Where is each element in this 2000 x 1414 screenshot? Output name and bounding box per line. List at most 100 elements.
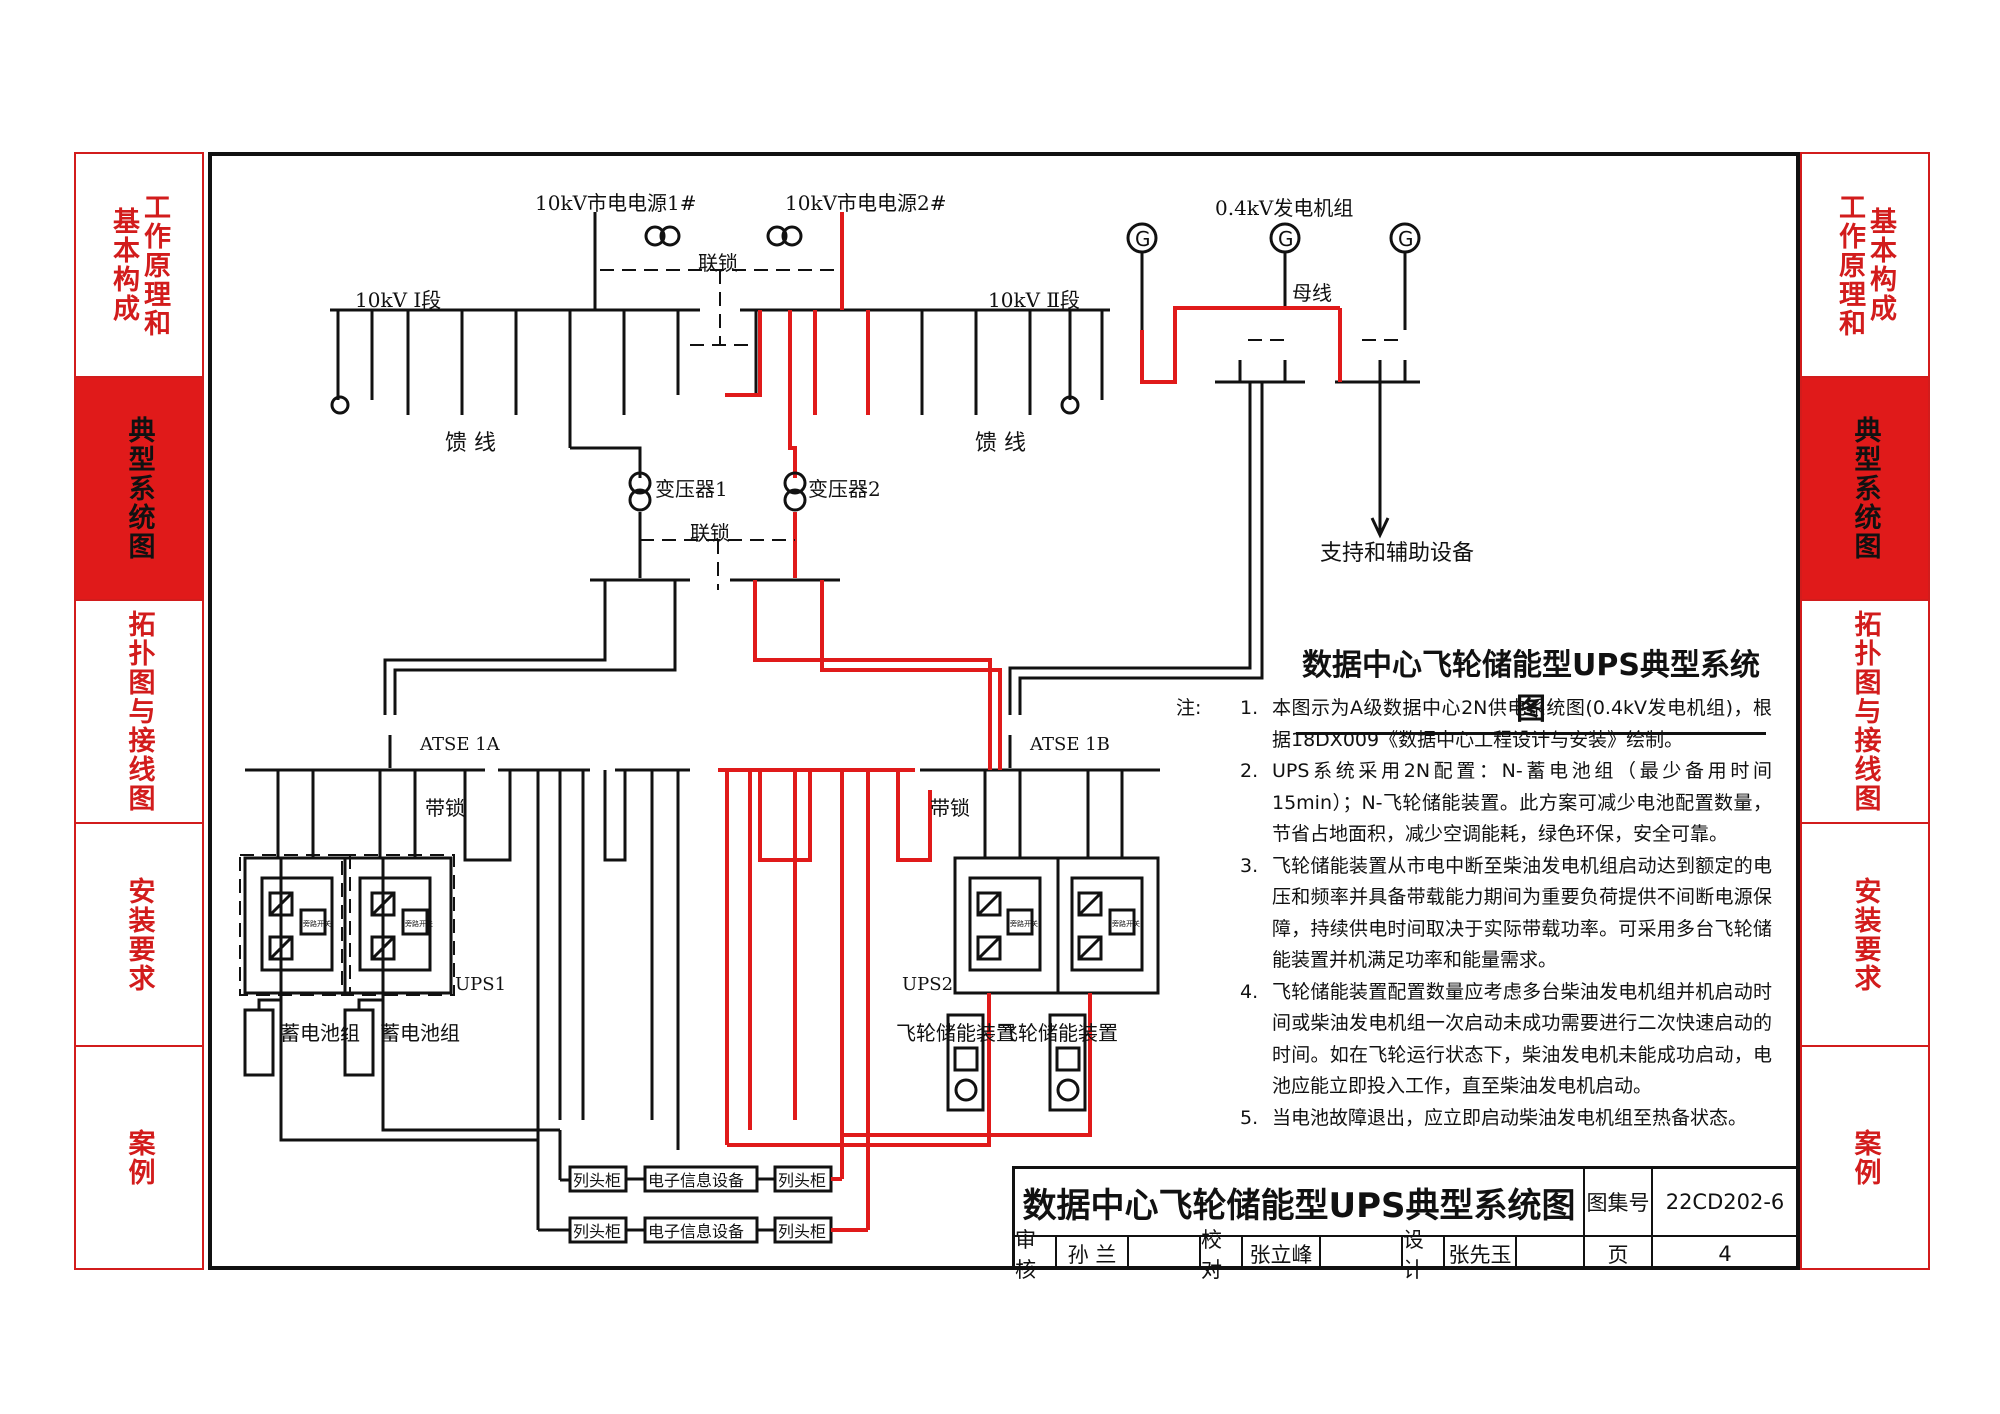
- tab-label: 拓扑图与接线图: [1849, 610, 1881, 813]
- designer-name: 张先玉: [1445, 1237, 1517, 1270]
- rack-head-label: 列头柜: [573, 1222, 621, 1241]
- gen-group-label: 0.4kV发电机组: [1215, 196, 1353, 220]
- tab-topology[interactable]: 拓扑图与接线图: [1802, 601, 1928, 824]
- black-wires: [243, 212, 1420, 1244]
- note-item: 2. UPS系统采用2N配置：N-蓄电池组（最少备用时间15min）；N-飞轮储…: [1176, 756, 1772, 851]
- note-number: 1.: [1240, 697, 1259, 719]
- transformer2-label: 变压器2: [808, 477, 881, 501]
- transformer1-label: 变压器1: [655, 477, 728, 501]
- generator-icon: [1389, 222, 1421, 254]
- tab-label: 典型系统图: [123, 416, 155, 561]
- tab-case[interactable]: 案例: [1802, 1047, 1928, 1268]
- source-transformer-icon: [781, 225, 803, 247]
- source1-label: 10kV市电电源1#: [535, 191, 697, 215]
- note-number: 4.: [1240, 980, 1259, 1003]
- note-text: 本图示为A级数据中心2N供电系统图(0.4kV发电机组)，根据18DX009《数…: [1272, 697, 1772, 751]
- rack-head-label: 列头柜: [573, 1171, 621, 1190]
- reviewer-name: 孙 兰: [1057, 1237, 1129, 1270]
- notes-label: 注:: [1176, 697, 1202, 719]
- flywheel-label-1: 飞轮储能装置: [896, 1021, 1016, 1045]
- transformer-1-icon: [628, 488, 652, 512]
- atlas-label: 图集号: [1585, 1169, 1653, 1237]
- red-wires: [718, 212, 1342, 1232]
- bus1-label: 10kV Ⅰ段: [355, 288, 441, 312]
- interlock-label-mid: 联锁: [690, 521, 730, 545]
- bypass-label: 旁路开关: [1010, 919, 1038, 928]
- tab-label: 案例: [1849, 1128, 1881, 1187]
- tab-typical-system[interactable]: 典型系统图: [1802, 378, 1928, 601]
- generator-icon: [1126, 222, 1158, 254]
- it-equipment-label: 电子信息设备: [648, 1222, 744, 1241]
- right-tab-column: 工作原理和 基本构成 典型系统图 拓扑图与接线图 安装要求 案例: [1800, 152, 1930, 1270]
- tab-label: 安装要求: [1849, 876, 1881, 993]
- notes-block: 注: 1. 本图示为A级数据中心2N供电系统图(0.4kV发电机组)，根据18D…: [1176, 693, 1772, 1134]
- note-item: 注: 1. 本图示为A级数据中心2N供电系统图(0.4kV发电机组)，根据18D…: [1176, 693, 1772, 756]
- aux-label: 支持和辅助设备: [1320, 541, 1474, 566]
- tab-label: 安装要求: [123, 876, 155, 993]
- title-block-title: 数据中心飞轮储能型UPS典型系统图: [1015, 1169, 1585, 1237]
- flywheel-label-2: 飞轮储能装置: [998, 1021, 1118, 1045]
- atse1a-label: ATSE 1A: [419, 734, 501, 755]
- tab-typical-system[interactable]: 典型系统图: [76, 378, 202, 601]
- tab-principle[interactable]: 基本构成 工作原理和: [76, 154, 202, 378]
- diagram-heading: 数据中心飞轮储能型UPS典型系统图: [1296, 640, 1766, 735]
- left-tab-column: 基本构成 工作原理和 典型系统图 拓扑图与接线图 安装要求 案例: [74, 152, 204, 1270]
- check-label: 校对: [1201, 1228, 1243, 1282]
- gen-symbol: G: [1278, 227, 1294, 251]
- tab-installation[interactable]: 安装要求: [1802, 824, 1928, 1047]
- interlock-label-top: 联锁: [698, 251, 738, 275]
- bypass-label: 旁路开关: [303, 919, 331, 928]
- gen-symbol: G: [1398, 227, 1414, 251]
- source-transformer-icon: [659, 225, 681, 247]
- note-text: UPS系统采用2N配置：N-蓄电池组（最少备用时间15min）；N-飞轮储能装置…: [1272, 760, 1772, 845]
- note-text: 飞轮储能装置配置数量应考虑多台柴油发电机组并机启动时间或柴油发电机组一次启动未成…: [1272, 980, 1772, 1098]
- rack-head-label: 列头柜: [778, 1222, 826, 1241]
- checker-name: 张立峰: [1243, 1237, 1321, 1270]
- tab-installation[interactable]: 安装要求: [76, 824, 202, 1047]
- atse1b-label: ATSE 1B: [1029, 734, 1110, 755]
- tab-principle[interactable]: 工作原理和 基本构成: [1802, 154, 1928, 378]
- design-label: 设计: [1403, 1228, 1445, 1282]
- gen-symbol: G: [1135, 227, 1151, 251]
- transformer-1-icon: [628, 471, 652, 495]
- drawing-frame: [208, 152, 1800, 1270]
- station-transformer-icon: [1060, 395, 1080, 415]
- tab-label: 基本构成: [108, 207, 139, 323]
- with-lock-label-2: 带锁: [930, 796, 970, 820]
- bus2-label: 10kV Ⅱ段: [988, 288, 1080, 312]
- title-block-signatures: 审核 孙 兰 校对 张立峰 设计 张先玉 页 4: [1015, 1228, 1797, 1282]
- battery-label-2: 蓄电池组: [380, 1021, 460, 1045]
- tab-label: 工作原理和: [139, 192, 170, 338]
- source-transformer-icon: [644, 225, 666, 247]
- ups1-label: UPS1: [455, 974, 506, 995]
- symbols: [330, 222, 1421, 512]
- tab-case[interactable]: 案例: [76, 1047, 202, 1268]
- interlock-dashes: [239, 269, 1405, 996]
- note-number: 2.: [1240, 760, 1259, 782]
- tab-label: 基本构成: [1865, 207, 1896, 323]
- designer-signature: [1517, 1237, 1585, 1270]
- bypass-label: 旁路开关: [1112, 919, 1140, 928]
- note-text: 飞轮储能装置从市电中断至柴油发电机组启动达到额定的电压和频率并具备带载能力期间为…: [1272, 854, 1772, 972]
- bypass-label: 旁路开关: [405, 919, 433, 928]
- page-label: 页: [1585, 1237, 1653, 1270]
- feeder-label-2: 馈 线: [975, 431, 1026, 456]
- page-number: 4: [1718, 1241, 1732, 1266]
- atlas-number: 22CD202-6: [1653, 1169, 1797, 1237]
- source2-label: 10kV市电电源2#: [785, 191, 947, 215]
- checker-signature: [1321, 1237, 1403, 1270]
- tab-label: 拓扑图与接线图: [123, 610, 155, 813]
- tab-topology[interactable]: 拓扑图与接线图: [76, 601, 202, 824]
- note-number: 3.: [1240, 854, 1259, 877]
- tab-label: 典型系统图: [1849, 416, 1881, 561]
- tab-label: 案例: [123, 1128, 155, 1187]
- generator-icon: [1269, 222, 1301, 254]
- note-item: 4. 飞轮储能装置配置数量应考虑多台柴油发电机组并机启动时间或柴油发电机组一次启…: [1176, 977, 1772, 1103]
- title-block: 数据中心飞轮储能型UPS典型系统图 图集号 22CD202-6 审核 孙 兰 校…: [1012, 1166, 1800, 1282]
- station-transformer-icon: [330, 395, 350, 415]
- rack-head-label: 列头柜: [778, 1171, 826, 1190]
- transformer-2-icon: [783, 471, 807, 495]
- source-transformer-icon: [766, 225, 788, 247]
- it-equipment-label: 电子信息设备: [648, 1171, 744, 1190]
